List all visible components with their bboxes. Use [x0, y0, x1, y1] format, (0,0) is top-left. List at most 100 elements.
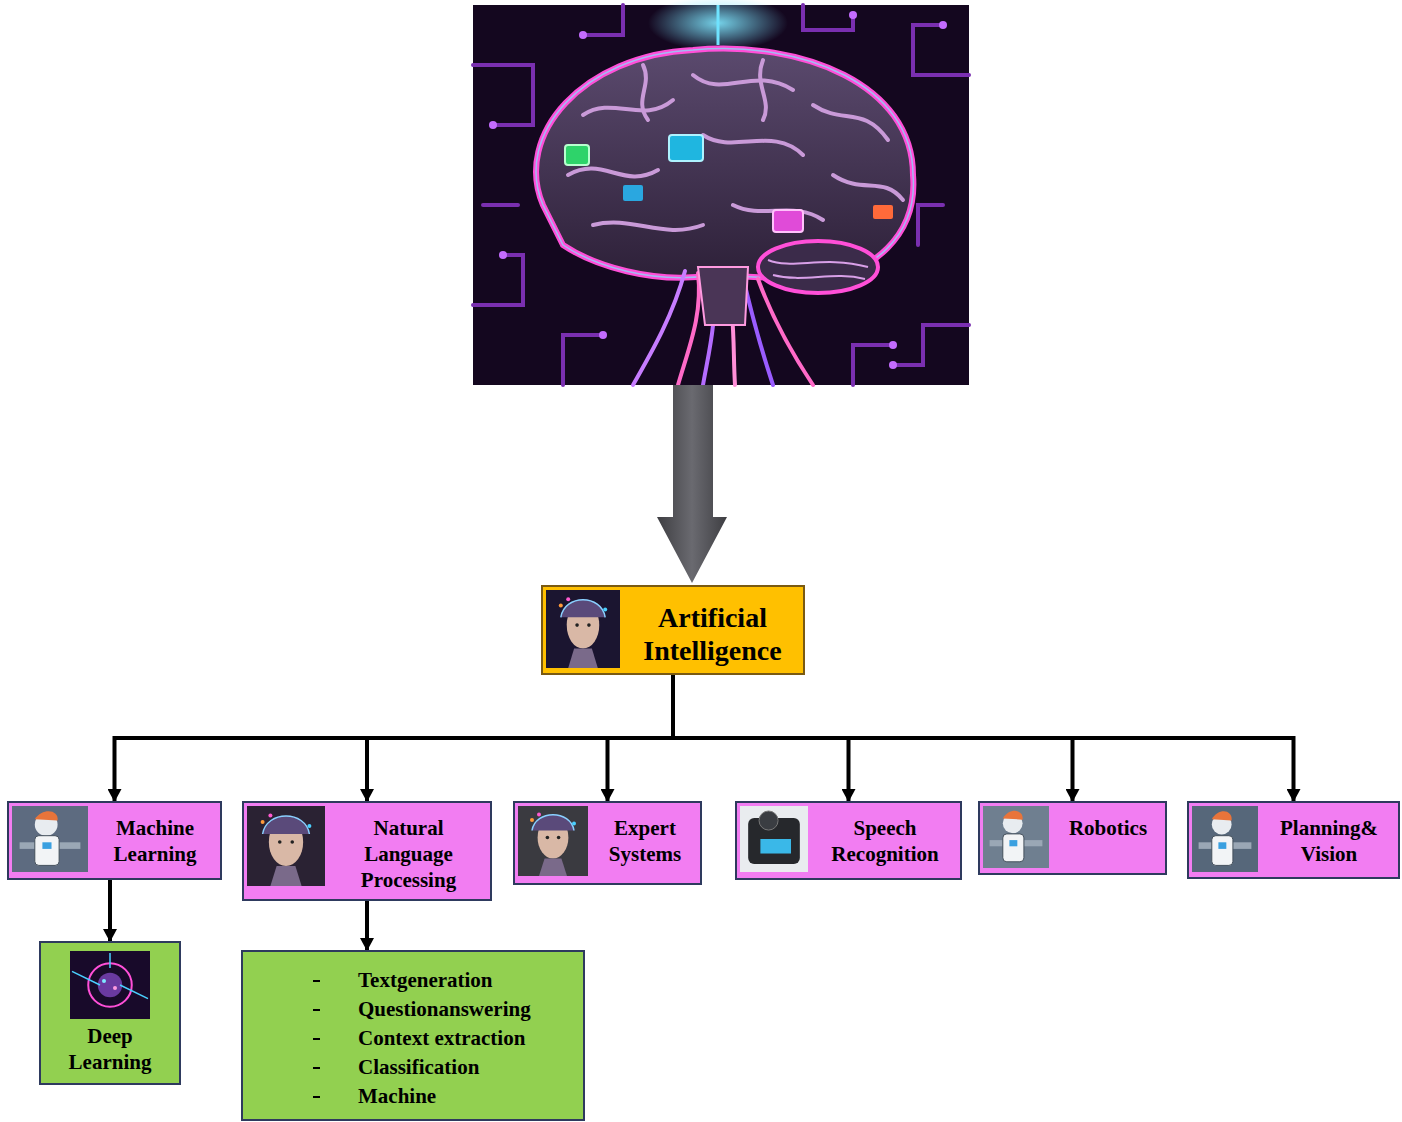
rect-shape: [669, 135, 703, 161]
path-shape: [483, 203, 518, 207]
box-label: Planning& Vision: [1262, 803, 1398, 873]
path-shape: [698, 267, 748, 325]
circle-shape: [939, 21, 947, 29]
rect-shape: [12, 806, 88, 872]
rect-shape: [873, 205, 893, 219]
bullet-dash: [313, 1067, 320, 1069]
circle-shape: [759, 811, 778, 830]
circle-shape: [572, 822, 576, 826]
topic-box: Natural Language Processing: [242, 801, 492, 901]
circle-shape: [557, 836, 561, 840]
rect-shape: [1212, 836, 1233, 866]
rect-shape: [1192, 806, 1258, 872]
path-shape: [1003, 811, 1023, 820]
box-label: Robotics: [1053, 803, 1165, 847]
circle-shape: [579, 31, 587, 39]
path-shape: [72, 953, 148, 999]
box-label: Speech Recognition: [812, 803, 960, 873]
bullet-dash: [313, 1038, 320, 1040]
g-shape: [489, 11, 947, 369]
circle-shape: [575, 623, 579, 627]
path-shape: [561, 600, 605, 618]
circle-shape: [849, 11, 857, 19]
path-shape: [853, 345, 893, 385]
robot-icon: [12, 806, 88, 872]
list-row: Classification: [243, 1053, 479, 1082]
rect-shape: [1003, 834, 1024, 862]
rect-shape: [247, 806, 325, 886]
path-shape: [642, 65, 648, 120]
path-shape: [633, 271, 685, 385]
box-label: Natural Language Processing: [329, 803, 490, 899]
topic-box: Deep Learning: [39, 941, 181, 1085]
circle-shape: [290, 840, 294, 844]
robot-icon: [1192, 806, 1258, 872]
path-shape: [35, 811, 58, 820]
path-shape: [693, 75, 793, 90]
brain-illustration: [473, 0, 969, 385]
circle-shape: [599, 331, 607, 339]
topic-box: Machine Learning: [7, 801, 222, 880]
rect-shape: [773, 210, 803, 232]
circle-shape: [113, 986, 117, 990]
circle-shape: [889, 341, 897, 349]
circle-shape: [530, 818, 534, 822]
circle-shape: [889, 361, 897, 369]
rect-shape: [42, 842, 51, 849]
path-shape: [593, 223, 703, 230]
rect-shape: [546, 590, 620, 668]
list-row: Context extraction: [243, 1024, 525, 1053]
path-shape: [532, 815, 574, 831]
circle-shape: [546, 836, 550, 840]
path-shape: [717, 5, 720, 45]
list-row: Textgeneration: [243, 966, 493, 995]
path-shape: [803, 5, 853, 30]
rect-shape: [1009, 840, 1017, 846]
task-list-box: TextgenerationQuestionansweringContext e…: [241, 950, 585, 1121]
circle-shape: [102, 979, 106, 983]
circle-shape: [489, 121, 497, 129]
rect-shape: [740, 806, 808, 872]
rect-shape: [623, 185, 643, 201]
topic-box: Planning& Vision: [1187, 801, 1400, 879]
rect-shape: [565, 145, 589, 165]
path-shape: [768, 260, 868, 267]
path-shape: [270, 866, 301, 886]
circle-shape: [499, 251, 507, 259]
rect-shape: [518, 806, 588, 876]
bullet-dash: [313, 980, 320, 982]
path-shape: [568, 169, 658, 177]
connector-arrow: [673, 675, 1294, 801]
rect-shape: [473, 5, 969, 385]
path-shape: [758, 279, 813, 385]
g-shape: [768, 260, 868, 279]
rect-shape: [70, 951, 150, 1019]
list-row: Machine: [243, 1082, 436, 1111]
path-shape: [583, 100, 673, 115]
connector-arrow: [115, 675, 674, 801]
rect-shape: [760, 839, 791, 854]
connector-arrow: [367, 675, 673, 801]
circle-shape: [566, 597, 570, 601]
rect-shape: [1218, 842, 1226, 849]
g-shape: [568, 60, 903, 230]
ellipse-shape: [758, 241, 878, 293]
root-box: Artificial Intelligence: [541, 585, 805, 675]
robot-icon: [983, 806, 1049, 868]
rect-shape: [35, 836, 59, 866]
g-shape: [473, 5, 969, 385]
path-shape: [473, 255, 523, 305]
circle-shape: [261, 820, 265, 824]
bullet-dash: [313, 1096, 320, 1098]
list-item: Machine: [358, 1084, 436, 1109]
path-shape: [833, 175, 903, 200]
list-item: Context extraction: [358, 1026, 525, 1051]
path-shape: [563, 335, 603, 385]
path-shape: [568, 649, 598, 669]
list-row: Questionanswering: [243, 995, 531, 1024]
list-item: Classification: [358, 1055, 479, 1080]
circle-shape: [268, 814, 272, 818]
topic-box: Speech Recognition: [735, 801, 962, 880]
circle-shape: [278, 840, 282, 844]
